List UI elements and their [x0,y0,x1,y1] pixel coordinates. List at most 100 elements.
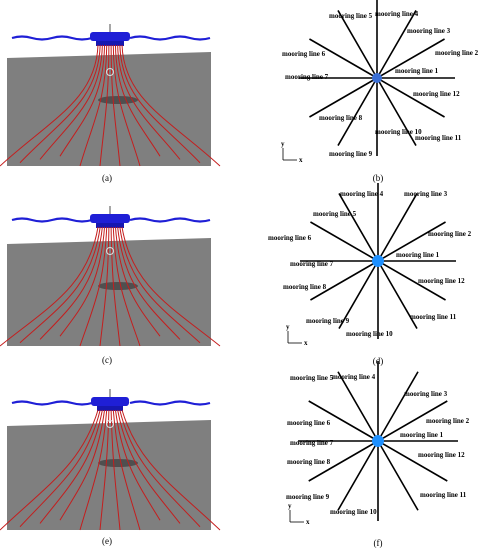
seabed [7,52,211,166]
platform-arm-right [129,217,211,223]
plan-views: mooring line 1 mooring line 2 mooring line… [268,0,479,526]
mooring-label: mooring line 11 [415,134,462,142]
mooring-line [99,44,110,167]
mooring-line [99,409,110,531]
mooring-label: mooring line 11 [410,313,457,321]
plan-mooring-line [377,260,446,301]
plan-mooring-line [338,260,379,329]
axis-y-label: y [281,140,285,148]
platform-body [90,214,130,223]
plan-mooring-line [309,77,378,118]
mooring-label: mooring line 3 [404,390,448,398]
mooring-line [0,409,99,531]
mooring-line [121,226,221,347]
mooring-label: mooring line 8 [283,283,327,291]
plan-mooring-line [376,38,445,79]
mooring-label: mooring line 4 [332,373,376,381]
axis-y-label: y [286,323,290,331]
platform-arm-right [129,35,211,41]
caption-a: (a) [102,173,112,183]
platform-column [96,223,124,228]
mooring-label: mooring line 10 [375,128,422,136]
plan-mooring-line [376,77,417,146]
platform-body [90,32,130,41]
mooring-line [114,226,161,337]
anchor-ring [98,459,138,467]
mooring-line [19,226,101,344]
anchor-ring [98,282,138,290]
mooring-label: mooring line 6 [268,234,312,242]
mooring-line [117,226,181,340]
mooring-label: mooring line 10 [330,508,377,516]
platform-arm-left [11,400,102,406]
mooring-line [117,409,181,524]
plan-mooring-line [308,400,379,442]
mooring-line [110,44,121,167]
plan-view-f: mooring line 1 mooring line 2 mooring line… [286,361,470,526]
axis-y-label: y [288,502,292,510]
mooring-label: mooring line 7 [285,73,329,81]
mooring-label: mooring line 4 [375,10,419,18]
mooring-label: mooring line 7 [290,439,334,447]
plan-mooring-line [377,260,418,329]
plan-view-b: mooring line 1 mooring line 2 mooring line… [281,0,479,164]
mooring-label: mooring line 2 [426,417,470,425]
mooring-label: mooring line 5 [313,210,357,218]
mooring-label: mooring line 1 [400,431,444,439]
mooring-line [0,44,99,167]
mooring-label: mooring line 9 [306,317,350,325]
caption-c: (c) [102,355,112,365]
caption-f: (f) [374,538,383,548]
caption-d: (d) [373,356,384,366]
plan-mooring-line [338,193,379,262]
platform-hub [372,73,382,83]
plan-mooring-line [310,260,379,301]
mooring-label: mooring line 11 [420,491,467,499]
fairlead-marker [106,68,114,76]
mooring-line [79,226,108,347]
fairlead-marker [106,247,114,255]
mooring-label: mooring line 1 [395,67,439,75]
mooring-label: mooring line 12 [413,90,460,98]
mooring-label: mooring line 12 [418,451,465,459]
plan-mooring-line [337,371,379,442]
mooring-line [110,226,121,347]
plan-mooring-line [337,10,378,79]
mooring-label: mooring line 5 [329,12,373,20]
mooring-label: mooring line 8 [319,114,363,122]
platform-column [96,41,124,46]
plan-mooring-line [308,440,379,482]
mooring-line [59,409,106,521]
plan-mooring-line [377,371,419,442]
mooring-line [114,409,161,521]
mooring-label: mooring line 3 [407,27,451,35]
plan-mooring-line [376,77,445,118]
plan-mooring-line [376,10,417,79]
mooring-line [121,409,221,531]
side-view-c [0,206,221,347]
side-view-a [0,24,221,167]
caption-e: (e) [102,536,112,546]
mooring-line [119,226,201,344]
platform-body [91,397,129,406]
mooring-label: mooring line 2 [435,49,479,57]
mooring-line [112,409,141,531]
plan-mooring-line [377,221,446,262]
mooring-line [59,226,106,337]
axis-x-label: x [299,156,303,164]
mooring-label: mooring line 1 [396,251,440,259]
seabed [7,420,211,530]
mooring-label: mooring line 9 [286,493,330,501]
mooring-line [19,409,101,528]
mooring-line [19,44,101,164]
mooring-label: mooring line 2 [428,230,472,238]
mooring-line [117,44,181,160]
axis-indicator: yx [286,323,308,347]
mooring-label: mooring line 6 [282,50,326,58]
plan-mooring-line [377,440,419,511]
axis-indicator: yx [281,140,303,164]
mooring-label: mooring line 4 [340,190,384,198]
plan-mooring-line [337,77,378,146]
axis-indicator: yx [288,502,310,526]
